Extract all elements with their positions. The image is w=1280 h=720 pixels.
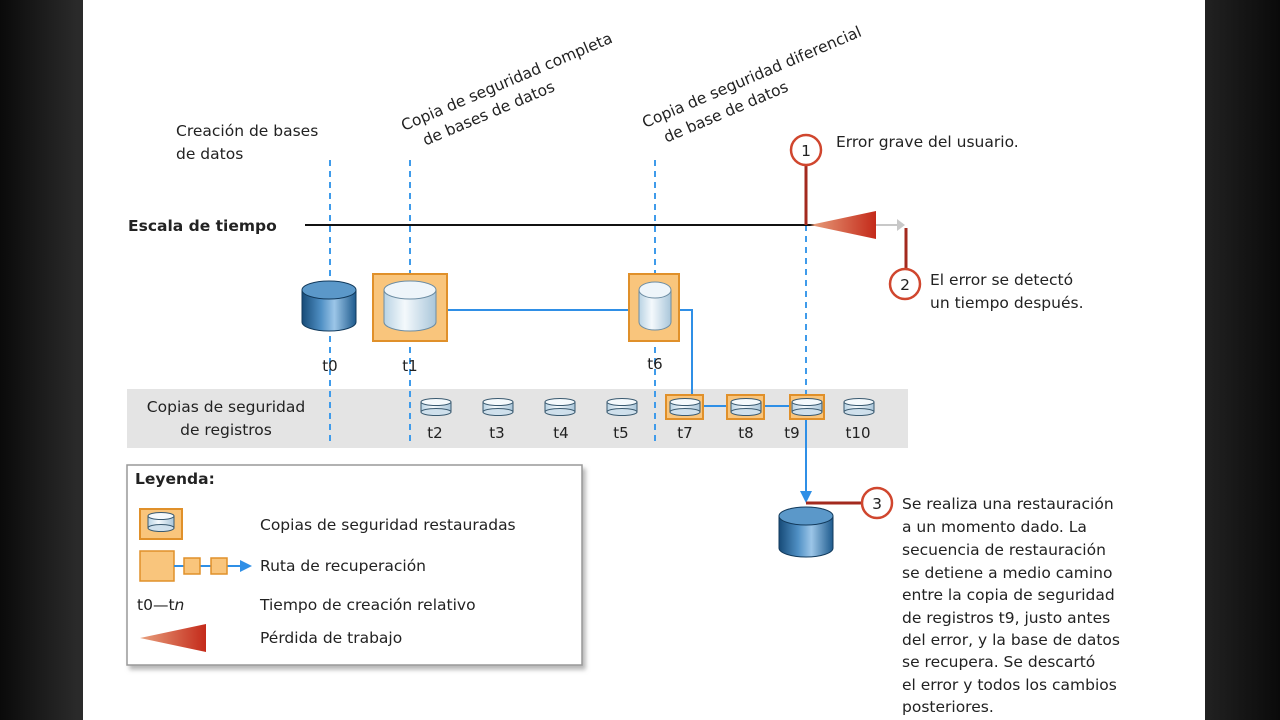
callout-3-text-line9: el error y todos los cambios	[902, 676, 1117, 694]
legend-work-loss-icon	[140, 624, 206, 652]
recovery-path-line	[448, 309, 693, 406]
callout-3-text-line1: Se realiza una restauración	[902, 495, 1114, 513]
log-band-label-line2: de registros	[180, 421, 272, 439]
tick-t5: t5	[613, 424, 628, 442]
callout-3-text-line6: de registros t9, justo antes	[902, 609, 1110, 627]
callout-2-number: 2	[900, 276, 910, 294]
database-t6-icon	[638, 281, 672, 331]
callout-3-text-line5: entre la copia de seguridad	[902, 586, 1115, 604]
restored-database-icon	[778, 506, 834, 558]
callout-3-text-line3: secuencia de restauración	[902, 541, 1106, 559]
legend-time-symbol-prefix: t0—t	[137, 596, 175, 614]
log-band-label-line1: Copias de seguridad	[147, 398, 305, 416]
database-t0-icon	[301, 280, 357, 332]
legend-title: Leyenda:	[135, 470, 215, 488]
creation-label-line2: de datos	[176, 145, 243, 163]
timeline-arrowhead-icon	[897, 219, 905, 231]
creation-label-line1: Creación de bases	[176, 122, 318, 140]
log-backup-t10-icon	[843, 398, 875, 416]
legend-restored-cylinder-icon	[147, 512, 175, 532]
database-t1-icon	[383, 280, 437, 332]
full-backup-label: Copia de seguridad completa de bases de …	[399, 29, 616, 149]
legend-time-symbol: t0—tn	[137, 596, 184, 614]
log-backup-t7-icon	[669, 398, 701, 416]
callout-3-number: 3	[872, 495, 882, 513]
legend-item-recovery-path: Ruta de recuperación	[260, 557, 426, 575]
tick-t10: t10	[846, 424, 871, 442]
log-backup-t8-icon	[730, 398, 762, 416]
tick-t1: t1	[402, 357, 417, 375]
log-backup-t5-icon	[606, 398, 638, 416]
tick-t8: t8	[738, 424, 753, 442]
tick-t3: t3	[489, 424, 504, 442]
callout-2-circle	[888, 267, 922, 301]
callout-1-circle	[789, 133, 823, 167]
diff-backup-label-line1: Copia de seguridad diferencial	[640, 23, 865, 132]
legend-recovery-path-icon	[139, 550, 252, 582]
callout-3-text-line10: posteriores.	[902, 698, 994, 716]
log-backup-t2-icon	[420, 398, 452, 416]
callout-1-number: 1	[801, 142, 811, 160]
recovery-arrowhead-icon	[800, 491, 812, 503]
callout-3-text-line8: se recupera. Se descartó	[902, 653, 1095, 671]
callout-3-circle	[860, 486, 894, 520]
callout-1-text: Error grave del usuario.	[836, 133, 1019, 151]
tick-t4: t4	[553, 424, 568, 442]
legend-item-restored: Copias de seguridad restauradas	[260, 516, 516, 534]
legend-time-symbol-suffix: n	[175, 596, 185, 614]
full-backup-label-line1: Copia de seguridad completa	[399, 29, 616, 135]
tick-t9: t9	[784, 424, 799, 442]
legend-item-relative-time: Tiempo de creación relativo	[259, 596, 476, 614]
timeline-label: Escala de tiempo	[128, 217, 277, 235]
log-backup-band	[127, 389, 908, 448]
log-backup-t3-icon	[482, 398, 514, 416]
tick-t7: t7	[677, 424, 692, 442]
legend-item-work-loss: Pérdida de trabajo	[260, 629, 402, 647]
work-loss-wedge-icon	[810, 211, 876, 239]
legend-box: Leyenda: Copias de seguridad restauradas…	[126, 464, 583, 666]
callout-3-text-line2: a un momento dado. La	[902, 518, 1087, 536]
tick-t2: t2	[427, 424, 442, 442]
log-backup-t9-icon	[791, 398, 823, 416]
tick-t6: t6	[647, 355, 662, 373]
callout-3-text-line4: se detiene a medio camino	[902, 564, 1112, 582]
callout-3-text-line7: del error, y la base de datos	[902, 631, 1120, 649]
callout-2-text-line1: El error se detectó	[930, 271, 1073, 289]
tick-t0: t0	[322, 357, 337, 375]
callout-2-text-line2: un tiempo después.	[930, 294, 1084, 312]
log-backup-t4-icon	[544, 398, 576, 416]
